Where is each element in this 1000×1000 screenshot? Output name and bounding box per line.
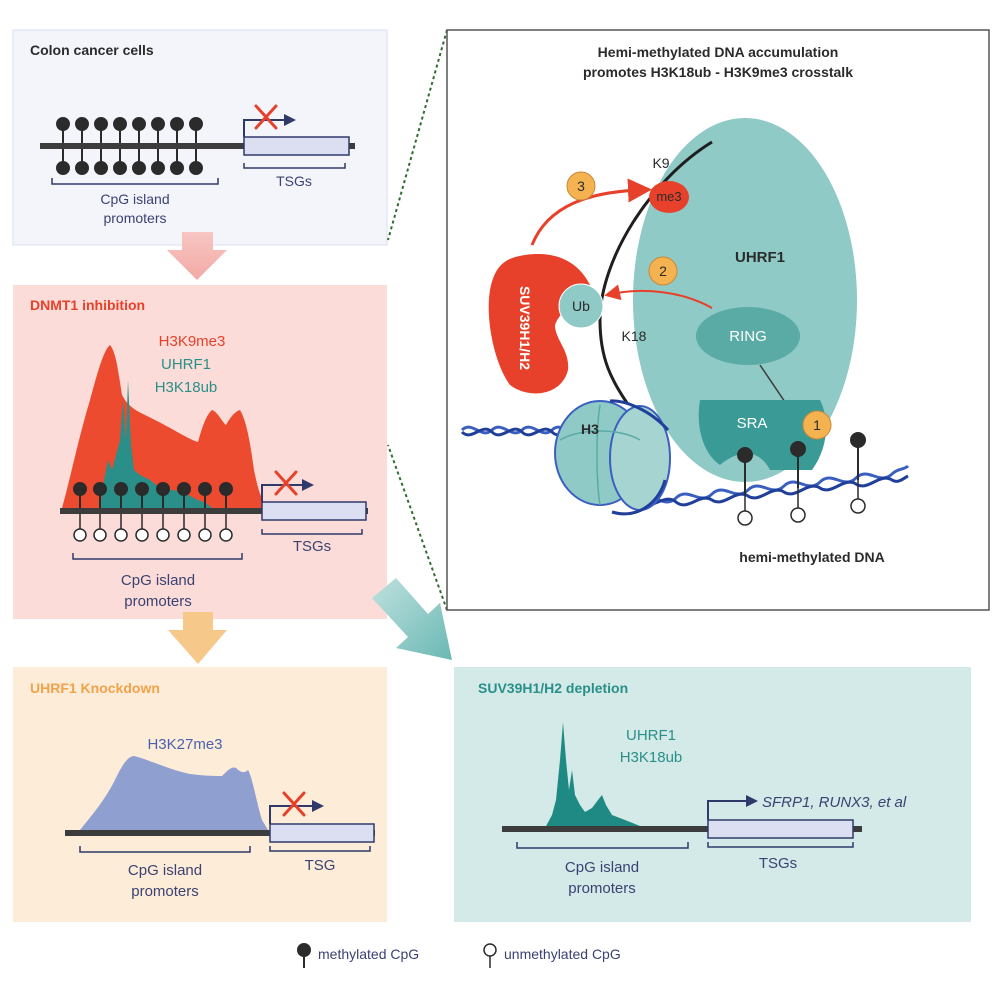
dna-strand	[502, 826, 862, 832]
step-3-badge	[566, 171, 596, 201]
dna-strand	[40, 143, 355, 149]
activated-genes: SFRP1, RUNX3, et al	[762, 794, 907, 811]
tsg-label: TSG	[305, 857, 336, 874]
arrow-to-suv-depletion	[372, 578, 452, 660]
step-1-label: 1	[813, 417, 821, 433]
step-2-badge	[648, 256, 678, 286]
step-2-label: 2	[659, 263, 667, 279]
me3-label: me3	[656, 189, 681, 204]
step-3-label: 3	[577, 178, 585, 194]
ub-label: Ub	[572, 298, 590, 314]
ring-sra-linker	[759, 364, 786, 403]
ring-label: RING	[729, 328, 767, 345]
arrow-to-dnmt1	[167, 232, 227, 280]
panel-dnmt1-inhibition: DNMT1 inhibition H3K9me3 UHRF1 H3K18ub	[13, 285, 387, 619]
panel-title-colon: Colon cancer cells	[30, 42, 154, 58]
methylated-cpg-icon	[297, 943, 311, 968]
cpg-label-1: CpG island	[121, 572, 195, 589]
tss-arrow	[269, 800, 324, 824]
cpg-label-1: CpG island	[128, 862, 202, 879]
block-x-icon	[282, 791, 306, 817]
cpg-label-1: CpG island	[565, 859, 639, 876]
cpg-label-2: promoters	[131, 883, 199, 900]
tss-arrow	[261, 479, 314, 502]
zoom-line-top	[387, 29, 448, 241]
h3-label: H3	[581, 421, 599, 437]
me3-mark	[649, 181, 689, 213]
panel-title-uhrf1-kd: UHRF1 Knockdown	[30, 680, 160, 696]
mark-h3k27me3: H3K27me3	[147, 736, 222, 753]
uhrf1-label: UHRF1	[735, 249, 785, 266]
mark-h3k18ub: H3K18ub	[620, 749, 683, 766]
ring-domain	[696, 307, 800, 365]
tsg-label: TSGs	[276, 173, 312, 189]
tsg-label: TSGs	[759, 855, 797, 872]
tsg-box	[261, 501, 367, 521]
cpg-label-2: promoters	[124, 593, 192, 610]
hemi-dna-label: hemi-methylated DNA	[739, 549, 884, 565]
tss-arrow	[243, 114, 296, 137]
methylated-cpg-row	[73, 482, 233, 508]
tsg-box	[707, 819, 854, 839]
cpg-label-1: CpG island	[100, 191, 169, 207]
h3k27me3-peak	[80, 756, 268, 830]
panel-mechanism: Hemi-methylated DNA accumulation promote…	[446, 29, 990, 611]
unmethylated-cpg-icon	[483, 943, 497, 968]
unmethylated-cpg-row	[73, 514, 233, 542]
tsg-bracket	[261, 529, 363, 535]
k9-label: K9	[652, 155, 669, 171]
step3-arrow	[530, 178, 652, 246]
cpg-bracket	[79, 846, 251, 853]
panel-title-dnmt1: DNMT1 inhibition	[30, 297, 145, 313]
tss-arrow-active	[707, 795, 758, 820]
suv39h-protein	[488, 254, 590, 394]
tsg-bracket	[243, 163, 346, 169]
cpg-label-2: promoters	[568, 880, 636, 897]
tsg-box	[269, 823, 375, 843]
panel-suv-depletion: SUV39H1/H2 depletion UHRF1 H3K18ub SFRP1…	[454, 667, 971, 922]
cpg-bracket	[51, 178, 219, 185]
ubiquitin	[558, 283, 604, 329]
tsg-bracket	[707, 842, 854, 848]
panel-title-suv: SUV39H1/H2 depletion	[478, 680, 628, 696]
dna-strand	[65, 830, 375, 836]
mechanism-title-1: Hemi-methylated DNA accumulation	[598, 44, 839, 60]
legend-unmethylated: unmethylated CpG	[504, 946, 621, 962]
nucleosome	[554, 399, 671, 516]
h3-tail	[598, 140, 713, 404]
uhrf1-peak	[100, 380, 212, 508]
mark-h3k18ub: H3K18ub	[155, 379, 218, 396]
methylated-cpg-row	[56, 117, 203, 175]
tsg-label: TSGs	[293, 538, 331, 555]
sra-label: SRA	[737, 415, 768, 432]
step-1-badge	[802, 410, 832, 440]
step2-arrow	[604, 284, 713, 309]
zoom-line-bottom	[387, 444, 448, 611]
cpg-bracket	[516, 842, 689, 849]
dna-strand	[60, 508, 368, 514]
panel-uhrf1-knockdown: UHRF1 Knockdown H3K27me3 CpG island prom…	[13, 667, 387, 922]
tsg-box	[243, 136, 350, 156]
tsg-bracket	[269, 846, 371, 852]
legend-methylated: methylated CpG	[318, 946, 419, 962]
mark-uhrf1: UHRF1	[626, 727, 676, 744]
panel-colon-cancer: Colon cancer cells	[12, 29, 388, 246]
mark-h3k9me3: H3K9me3	[159, 333, 226, 350]
k18-label: K18	[622, 328, 647, 344]
uhrf1-protein	[633, 118, 857, 482]
block-x-icon	[254, 104, 278, 130]
hemi-methylated-cpgs	[737, 432, 866, 526]
suv39h-label: SUV39H1/H2	[517, 286, 533, 370]
uhrf1-peak	[545, 722, 650, 828]
mark-uhrf1: UHRF1	[161, 356, 211, 373]
arrow-to-uhrf1-kd	[168, 612, 227, 664]
legend: methylated CpG unmethylated CpG	[297, 943, 621, 968]
cpg-bracket	[72, 553, 243, 560]
block-x-icon	[274, 470, 298, 496]
mechanism-title-2: promotes H3K18ub - H3K9me3 crosstalk	[583, 64, 853, 80]
cpg-label-2: promoters	[103, 210, 166, 226]
